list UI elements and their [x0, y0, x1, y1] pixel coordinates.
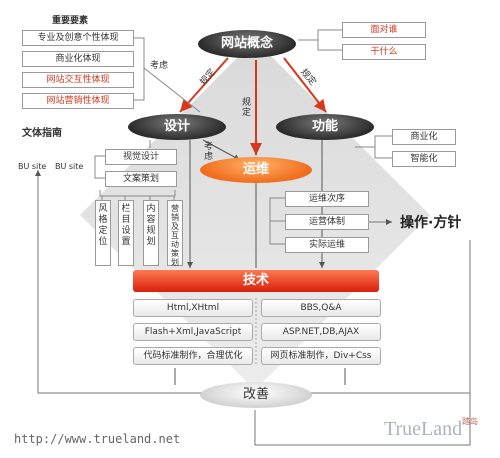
improve-node: 改善: [200, 382, 312, 408]
arrow-label-4: 考虑: [204, 142, 214, 162]
bu-site-1: BU site: [18, 162, 47, 171]
style-guide-label: 文体指南: [22, 128, 62, 139]
concept-node: 网站概念: [198, 30, 296, 58]
tech-item-5: 代码标准制作，合理优化: [133, 347, 253, 365]
ops-item-1: 运维次序: [285, 191, 369, 207]
design-vertical-1: 风格定位: [95, 200, 111, 266]
bu-site-2: BU site: [55, 162, 84, 171]
concept-item-1: 面对谁: [342, 22, 426, 38]
arrow-label-2: 规定: [242, 98, 252, 118]
function-item-2: 智能化: [392, 151, 456, 167]
ops-item-2: 运营体制: [285, 214, 369, 230]
factor-item-1: 专业及创意个性体现: [22, 30, 134, 46]
brand-logo-cn: 踏岛: [462, 417, 478, 426]
brand-logo: TrueLand: [384, 418, 463, 440]
design-sub-1: 视觉设计: [105, 149, 177, 165]
consider-label: 考虑: [150, 61, 169, 71]
function-node: 功能: [276, 114, 374, 140]
design-vertical-3: 内容规划: [143, 200, 159, 266]
ops-node: 运维: [200, 157, 312, 183]
factor-item-3: 网站交互性体现: [22, 72, 134, 88]
tech-item-3: Flash+Xml,JavaScript: [133, 323, 253, 341]
ops-side-label: 操作·方针: [400, 215, 462, 231]
factors-title: 重要要素: [52, 16, 89, 26]
ops-item-3: 实际运维: [285, 237, 369, 253]
tech-bar: 技术: [133, 270, 379, 292]
design-vertical-4: 营销及互动策划: [167, 200, 183, 267]
design-vertical-2: 栏目设置: [118, 200, 134, 266]
design-node: 设计: [128, 114, 226, 140]
factor-item-4: 网站营销性体现: [22, 93, 134, 109]
tech-item-4: ASP.NET,DB,AJAX: [261, 323, 381, 341]
factor-item-2: 商业化体现: [22, 51, 134, 67]
tech-item-1: Html,XHtml: [133, 299, 253, 317]
tech-item-6: 网页标准制作，Div+Css: [261, 347, 381, 365]
concept-item-2: 干什么: [342, 44, 426, 60]
design-sub-2: 文案策划: [105, 171, 177, 187]
footer-url[interactable]: http://www.trueland.net: [14, 432, 181, 446]
tech-item-2: BBS,Q&A: [261, 299, 381, 317]
function-item-1: 商业化: [392, 129, 456, 145]
